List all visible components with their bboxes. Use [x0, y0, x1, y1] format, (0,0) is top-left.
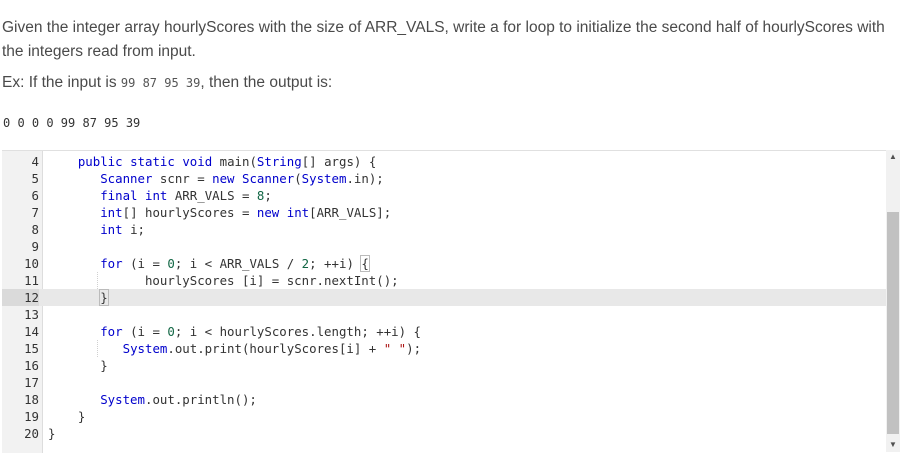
line-number: 20	[24, 426, 39, 441]
code-editor[interactable]: 4 public static void main(String[] args)…	[2, 150, 900, 453]
code-line[interactable]: 17	[2, 374, 886, 391]
code-line[interactable]: 9	[2, 238, 886, 255]
code-line[interactable]: 20}	[2, 425, 886, 442]
line-number: 12	[2, 289, 39, 306]
line-number: 13	[24, 307, 39, 322]
line-number: 5	[31, 171, 39, 186]
example-suffix: , then the output is:	[200, 74, 333, 91]
code-text[interactable]: System.out.print(hourlyScores[i] + " ");	[122, 341, 422, 356]
code-text[interactable]: }	[48, 409, 86, 424]
code-line[interactable]: 8 int i;	[2, 221, 886, 238]
line-number: 4	[31, 154, 39, 169]
code-line[interactable]: 6 final int ARR_VALS = 8;	[2, 187, 886, 204]
editor-scrollbar[interactable]: ▲ ▼	[886, 150, 900, 452]
line-number: 15	[24, 341, 39, 356]
code-line[interactable]: 14 for (i = 0; i < hourlyScores.length; …	[2, 323, 886, 340]
code-text[interactable]: }	[48, 426, 56, 441]
line-number: 6	[31, 188, 39, 203]
triangle-down-icon[interactable]: ▼	[889, 440, 897, 449]
example-description: Ex: If the input is 99 87 95 39, then th…	[2, 74, 332, 92]
code-text[interactable]: for (i = 0; i < ARR_VALS / 2; ++i) {	[100, 255, 370, 272]
code-text[interactable]: public static void main(String[] args) {	[77, 154, 377, 169]
line-number: 7	[31, 205, 39, 220]
code-line[interactable]: 15 System.out.print(hourlyScores[i] + " …	[2, 340, 886, 357]
line-number: 10	[24, 256, 39, 271]
code-text[interactable]: final int ARR_VALS = 8;	[100, 188, 272, 203]
example-prefix: Ex: If the input is	[2, 74, 121, 91]
code-area[interactable]: 4 public static void main(String[] args)…	[2, 151, 886, 453]
code-text[interactable]: int[] hourlyScores = new int[ARR_VALS];	[100, 205, 392, 220]
line-number: 11	[24, 273, 39, 288]
code-line[interactable]: 16 }	[2, 357, 886, 374]
code-text[interactable]: for (i = 0; i < hourlyScores.length; ++i…	[100, 324, 422, 339]
code-text[interactable]: int i;	[100, 222, 145, 237]
scrollbar-thumb[interactable]	[887, 212, 899, 434]
line-number: 16	[24, 358, 39, 373]
code-text[interactable]: System.out.println();	[100, 392, 257, 407]
indent-guide	[97, 272, 98, 289]
example-output: 0 0 0 0 99 87 95 39	[3, 116, 141, 130]
line-number: 19	[24, 409, 39, 424]
code-text[interactable]: Scanner scnr = new Scanner(System.in);	[100, 171, 384, 186]
line-number: 17	[24, 375, 39, 390]
code-text[interactable]: }	[99, 289, 109, 306]
code-line[interactable]: 13	[2, 306, 886, 323]
line-number: 18	[24, 392, 39, 407]
code-line[interactable]: 5 Scanner scnr = new Scanner(System.in);	[2, 170, 886, 187]
problem-prompt: Given the integer array hourlyScores wit…	[2, 19, 885, 60]
line-number: 9	[31, 239, 39, 254]
code-text[interactable]: hourlyScores [i] = scnr.nextInt();	[48, 273, 399, 288]
code-line[interactable]: 12 }	[2, 289, 886, 306]
code-line[interactable]: 19 }	[2, 408, 886, 425]
line-number: 8	[31, 222, 39, 237]
code-line[interactable]: 4 public static void main(String[] args)…	[2, 153, 886, 170]
triangle-up-icon[interactable]: ▲	[889, 152, 897, 161]
indent-guide	[97, 340, 98, 357]
code-line[interactable]: 11 hourlyScores [i] = scnr.nextInt();	[2, 272, 886, 289]
code-line[interactable]: 18 System.out.println();	[2, 391, 886, 408]
code-line[interactable]: 10 for (i = 0; i < ARR_VALS / 2; ++i) {	[2, 255, 886, 272]
line-number: 14	[24, 324, 39, 339]
example-input: 99 87 95 39	[120, 76, 201, 90]
code-text[interactable]: }	[48, 358, 108, 373]
code-line[interactable]: 7 int[] hourlyScores = new int[ARR_VALS]…	[2, 204, 886, 221]
